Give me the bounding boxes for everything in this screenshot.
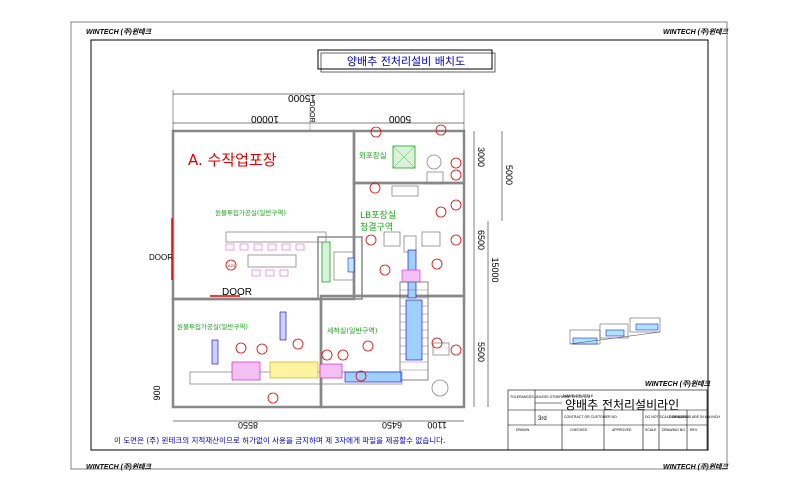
- tb-angle: 3rd: [538, 416, 547, 422]
- dim-left-900: 900: [152, 385, 162, 400]
- dim-right-6500: 6500: [476, 230, 486, 250]
- corner-brand-top-right: WINTECH (주)윈테크: [663, 29, 729, 36]
- lb-pack-label: LB포장실: [360, 210, 396, 221]
- dim-bottom-1100: 1100: [427, 420, 446, 430]
- equipment-markers: [235, 124, 462, 404]
- dim-top-left: 10000: [251, 113, 279, 124]
- room2-label: 원물투입가공실(일반구역): [177, 322, 248, 331]
- tb-contract: CONTRACT OR CUSTOMER NO.: [564, 415, 618, 419]
- dim-top-right: 5000: [388, 113, 411, 124]
- corner-brand-top-left: WINTECH (주)윈테크: [86, 29, 152, 36]
- tb-checked: CHECKED: [570, 428, 588, 432]
- section-a-label: A. 수작업포장: [188, 151, 277, 169]
- outer-pack-label: 외포장실: [359, 150, 387, 160]
- machine-sketch: [569, 317, 661, 345]
- wall-small-room: [317, 236, 363, 300]
- title-box-shadow: [320, 52, 496, 73]
- wash-room-label: 세척실(일반구역): [327, 326, 378, 335]
- dim-right-15000: 15000: [490, 257, 500, 282]
- conveyor-line: [399, 281, 450, 397]
- dim-bottom-8550: 8550: [238, 420, 258, 430]
- door-top: DOOR: [308, 102, 315, 123]
- room1-label: 원물투입가공실(일반구역): [215, 208, 286, 217]
- corner-brand-bottom-left: WINTECH (주)윈테크: [86, 464, 152, 471]
- tb-name: 양배추 전처리설비라인: [565, 398, 679, 412]
- tb-dimensions: DIMENSIONS ARE IN MM,INCH: [669, 415, 720, 419]
- dim-right-5000: 5000: [504, 165, 514, 185]
- door-middle: DOOR: [222, 287, 252, 298]
- outer-pack-equipment: [391, 145, 444, 197]
- dim-bottom-6450: 6450: [382, 420, 402, 430]
- tb-drawn: DRAWN: [516, 428, 530, 432]
- notice-text: 이 도면은 (주) 윈테크의 지적재산이므로 허가없이 사용을 금지하며 제 3…: [114, 435, 445, 445]
- door-left: DOOR: [149, 253, 173, 262]
- equipment-rack: [321, 241, 331, 283]
- lb-pack-equipment: [383, 231, 441, 299]
- tb-scale: SCALE: [645, 428, 657, 432]
- corner-brand-bottom-right: WINTECH (주)윈테크: [663, 464, 729, 471]
- dim-top-total: 15000: [288, 92, 316, 103]
- lb-pack-sublabel: 청결구역: [360, 222, 393, 233]
- tb-drawing-no: DRAWING NO.: [662, 428, 686, 432]
- outer-frame: [70, 21, 728, 470]
- drawing-title: 양배추 전처리설비 배치도: [347, 55, 465, 68]
- tb-name-label: NAME OR TITLE: [563, 393, 594, 398]
- dim-right-5500: 5500: [476, 342, 486, 362]
- title-block-brand: WINTECH (주)윈테크: [645, 380, 711, 388]
- wall-wash: [319, 294, 466, 409]
- title-block: [507, 389, 708, 451]
- tb-approved: APPROVED: [612, 428, 632, 432]
- wall-room-2: [171, 297, 323, 409]
- dim-right-3000: 3000: [476, 147, 486, 167]
- tb-tolerances: TOLERANCES UNLESS OTHERWISE SPECIFIED: [510, 395, 591, 399]
- svg-text:A20: A20: [228, 263, 236, 268]
- tb-rev: REV.: [690, 428, 698, 432]
- inner-frame: [90, 39, 709, 451]
- room1-equipment: A20: [225, 231, 327, 277]
- tb-do-not-scale: DO NOT SCALE DRAWING: [645, 415, 689, 419]
- bottom-line: [189, 311, 403, 385]
- title-box: [317, 49, 493, 70]
